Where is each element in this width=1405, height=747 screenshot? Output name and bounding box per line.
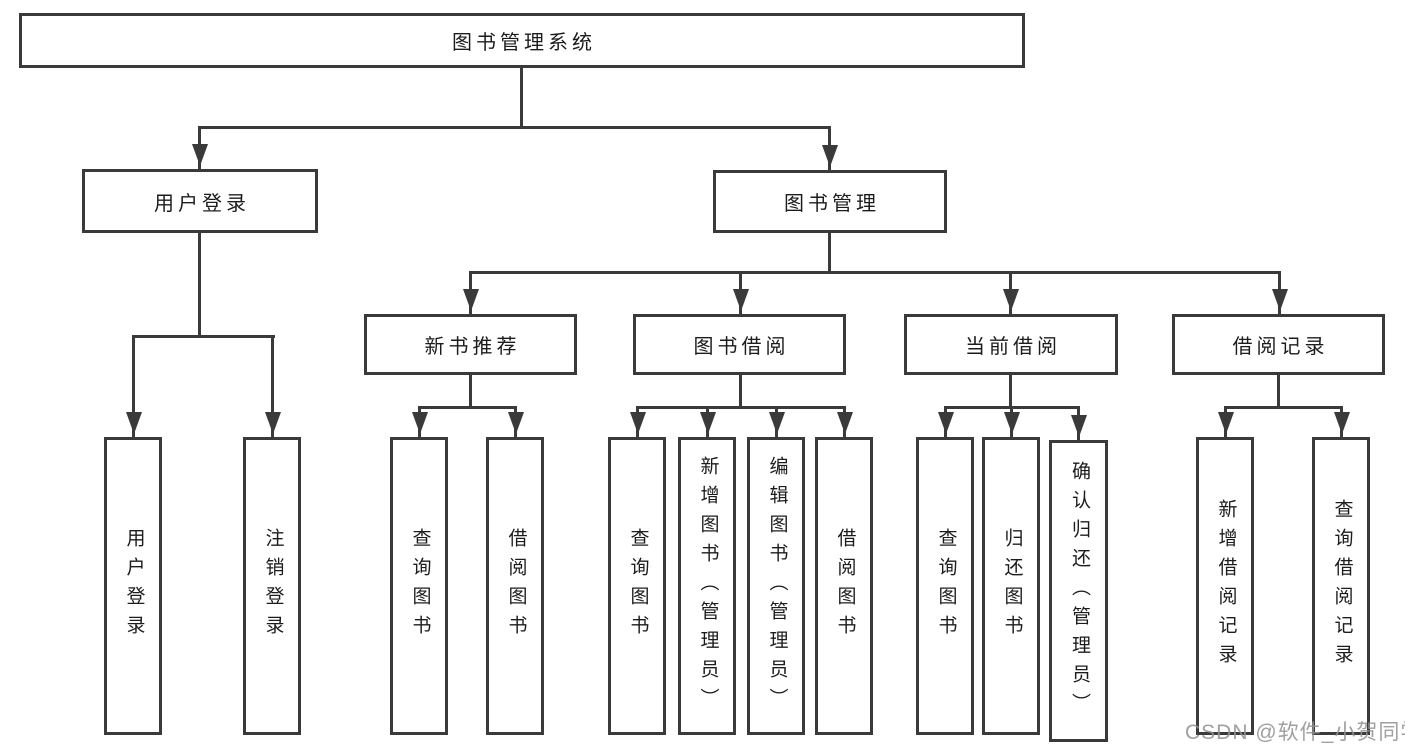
arrow-down-icon: [1334, 412, 1350, 434]
connector-line: [1009, 375, 1012, 409]
leaf-label: 用户登录: [123, 528, 145, 644]
connector-line: [636, 406, 846, 409]
arrow-down-icon: [126, 412, 142, 434]
arrow-down-icon: [837, 412, 853, 434]
leaf-label: 查询图书: [935, 528, 957, 644]
node-current-borrowing: 当前借阅: [904, 314, 1118, 375]
leaf-borrow-books-recommendation: 借阅图书: [486, 437, 544, 735]
arrow-down-icon: [1272, 289, 1288, 311]
node-label: 新书推荐: [424, 336, 521, 358]
connector-line: [1277, 375, 1280, 409]
leaf-query-books-current: 查询图书: [916, 437, 974, 735]
node-label: 图书管理: [784, 193, 880, 215]
arrow-down-icon: [192, 144, 208, 166]
leaf-edit-books-admin: 编辑图书（管理员）: [747, 437, 805, 735]
node-label: 图书借阅: [693, 336, 790, 358]
node-book-borrowing: 图书借阅: [633, 314, 846, 375]
arrow-down-icon: [1071, 415, 1087, 437]
connector-line: [198, 233, 201, 335]
leaf-add-books-admin: 新增图书（管理员）: [678, 437, 736, 735]
leaf-label: 注销登录: [262, 528, 284, 644]
leaf-add-borrowing-record: 新增借阅记录: [1196, 437, 1254, 735]
node-label: 用户登录: [154, 192, 250, 215]
arrow-down-icon: [700, 412, 716, 434]
leaf-label: 新增图书（管理员）: [697, 455, 719, 717]
arrow-down-icon: [1218, 412, 1234, 434]
connector-line: [132, 335, 135, 437]
connector-line: [271, 335, 274, 437]
leaf-query-borrowing-record: 查询借阅记录: [1312, 437, 1370, 735]
connector-line: [469, 375, 472, 409]
arrow-down-icon: [733, 289, 749, 311]
leaf-label: 查询图书: [409, 528, 431, 644]
connector-line: [198, 126, 831, 129]
connector-line: [1224, 406, 1343, 409]
node-borrowing-records: 借阅记录: [1172, 314, 1385, 375]
connector-line: [418, 406, 517, 409]
arrow-down-icon: [630, 412, 646, 434]
connector-line: [132, 335, 275, 338]
csdn-watermark: CSDN @软件_小贺同学: [1185, 721, 1405, 744]
connector-line: [520, 68, 523, 126]
leaf-label: 新增借阅记录: [1215, 499, 1237, 673]
arrow-down-icon: [938, 412, 954, 434]
arrow-down-icon: [265, 412, 281, 434]
connector-line: [739, 375, 742, 409]
arrow-down-icon: [1004, 412, 1020, 434]
node-label: 当前借阅: [965, 336, 1061, 358]
leaf-label: 编辑图书（管理员）: [766, 455, 788, 717]
leaf-label: 查询借阅记录: [1331, 499, 1353, 673]
connector-line: [469, 271, 1281, 274]
node-label: 借阅记录: [1232, 336, 1329, 358]
leaf-logout: 注销登录: [243, 437, 301, 735]
leaf-query-books-borrowing: 查询图书: [608, 437, 666, 735]
node-book-management: 图书管理: [713, 170, 947, 233]
arrow-down-icon: [412, 412, 428, 434]
node-new-book-recommendation: 新书推荐: [364, 314, 577, 375]
leaf-label: 确认归还（管理员）: [1068, 460, 1090, 722]
leaf-label: 归还图书: [1001, 528, 1023, 644]
leaf-label: 查询图书: [627, 528, 649, 644]
leaf-borrow-books: 借阅图书: [815, 437, 873, 735]
leaf-user-login: 用户登录: [104, 437, 162, 735]
leaf-return-books: 归还图书: [982, 437, 1040, 735]
leaf-confirm-return-admin: 确认归还（管理员）: [1049, 440, 1108, 742]
node-user-login: 用户登录: [82, 169, 318, 233]
leaf-label: 借阅图书: [834, 528, 856, 644]
leaf-label: 借阅图书: [505, 528, 527, 644]
leaf-query-books-recommendation: 查询图书: [390, 437, 448, 735]
arrow-down-icon: [769, 412, 785, 434]
arrow-down-icon: [508, 412, 524, 434]
connector-line: [828, 233, 831, 271]
node-label: 图书管理系统: [452, 32, 596, 54]
arrow-down-icon: [822, 145, 838, 167]
arrow-down-icon: [463, 289, 479, 311]
arrow-down-icon: [1003, 289, 1019, 311]
node-library-management-system: 图书管理系统: [19, 13, 1025, 68]
